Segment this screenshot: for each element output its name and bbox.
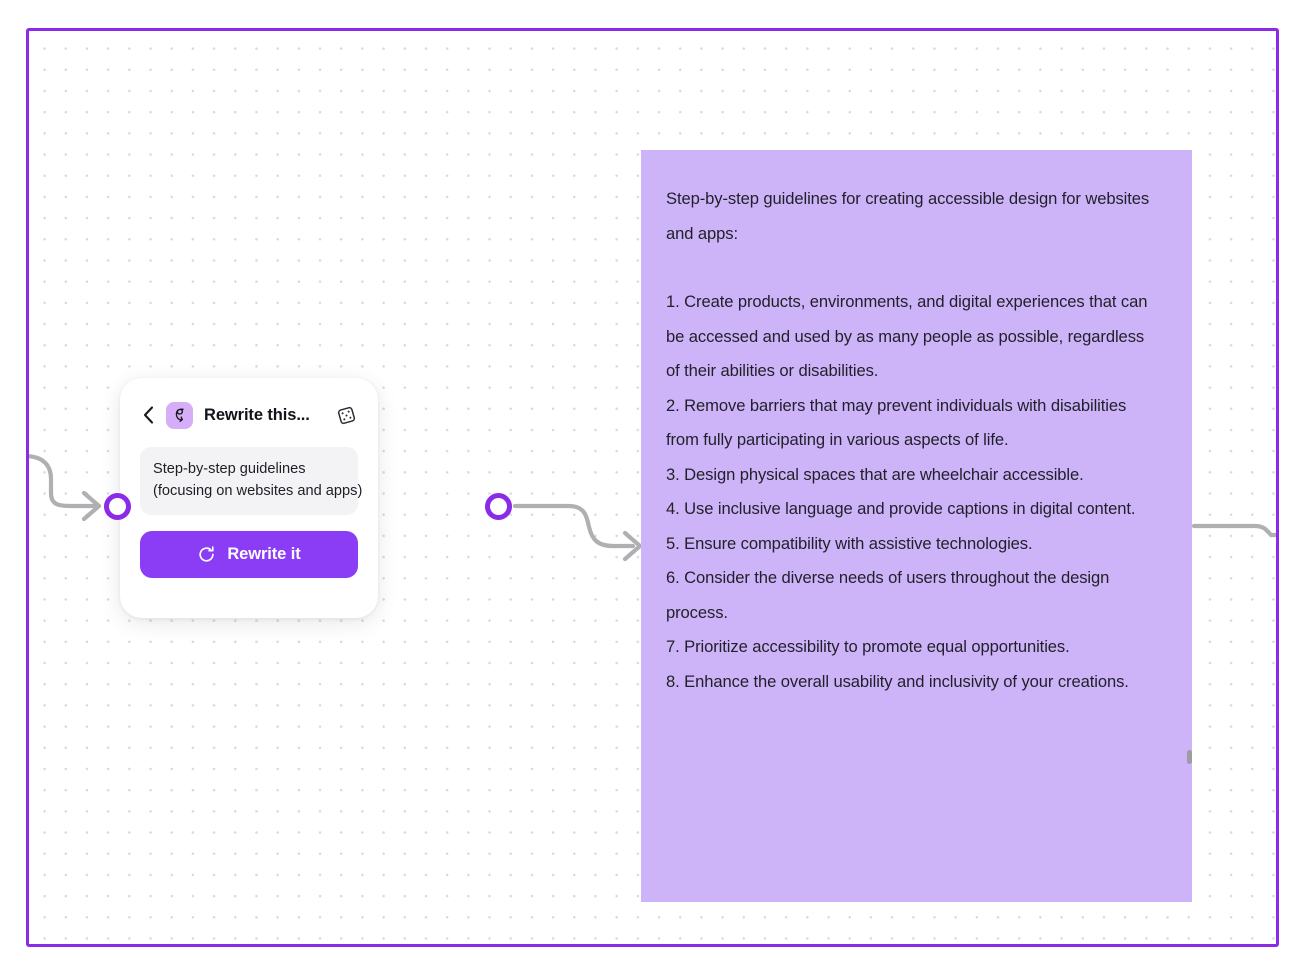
output-heading: Step-by-step guidelines for creating acc… xyxy=(666,189,1150,243)
rewrite-it-label: Rewrite it xyxy=(227,545,301,563)
prompt-input[interactable]: Step-by-step guidelines (focusing on web… xyxy=(140,447,363,515)
chevron-left-icon xyxy=(143,406,153,424)
input-port[interactable] xyxy=(103,492,131,520)
back-button[interactable] xyxy=(138,402,158,428)
output-item: 8. Enhance the overall usability and inc… xyxy=(666,671,1129,691)
dice-icon xyxy=(337,406,355,424)
output-spacer xyxy=(666,251,1158,285)
rewrite-it-button[interactable]: Rewrite it xyxy=(140,531,358,578)
rewrite-card: Rewrite this... Step xyxy=(120,378,378,618)
squiggle-scribble-icon xyxy=(175,407,184,422)
output-item: 7. Prioritize accessibility to promote e… xyxy=(666,637,1070,656)
output-item: 4. Use inclusive language and provide ca… xyxy=(666,499,1136,518)
output-panel: Step-by-step guidelines for creating acc… xyxy=(641,150,1192,902)
tool-badge xyxy=(166,401,193,429)
refresh-rotate-icon xyxy=(199,546,215,562)
output-item: 5. Ensure compatibility with assistive t… xyxy=(666,533,1033,553)
output-text-container: Step-by-step guidelines for creating acc… xyxy=(641,150,1192,719)
canvas-frame: Rewrite this... Step xyxy=(26,28,1279,947)
output-item: 2. Remove barriers that may prevent indi… xyxy=(666,395,1127,450)
output-item: 6. Consider the diverse needs of users t… xyxy=(666,568,1110,622)
output-panel-scrollbar[interactable] xyxy=(1187,150,1192,902)
scrollbar-thumb[interactable] xyxy=(1187,750,1192,764)
card-header: Rewrite this... xyxy=(140,398,358,432)
randomize-button[interactable] xyxy=(334,403,358,427)
output-port[interactable] xyxy=(484,492,512,520)
card-title: Rewrite this... xyxy=(204,405,310,424)
output-item: 1. Create products, environments, and di… xyxy=(666,292,1148,380)
prompt-line-1: Step-by-step guidelines xyxy=(153,461,306,477)
output-item: 3. Design physical spaces that are wheel… xyxy=(666,464,1084,484)
prompt-line-2: (focusing on websites and apps) xyxy=(153,483,363,499)
